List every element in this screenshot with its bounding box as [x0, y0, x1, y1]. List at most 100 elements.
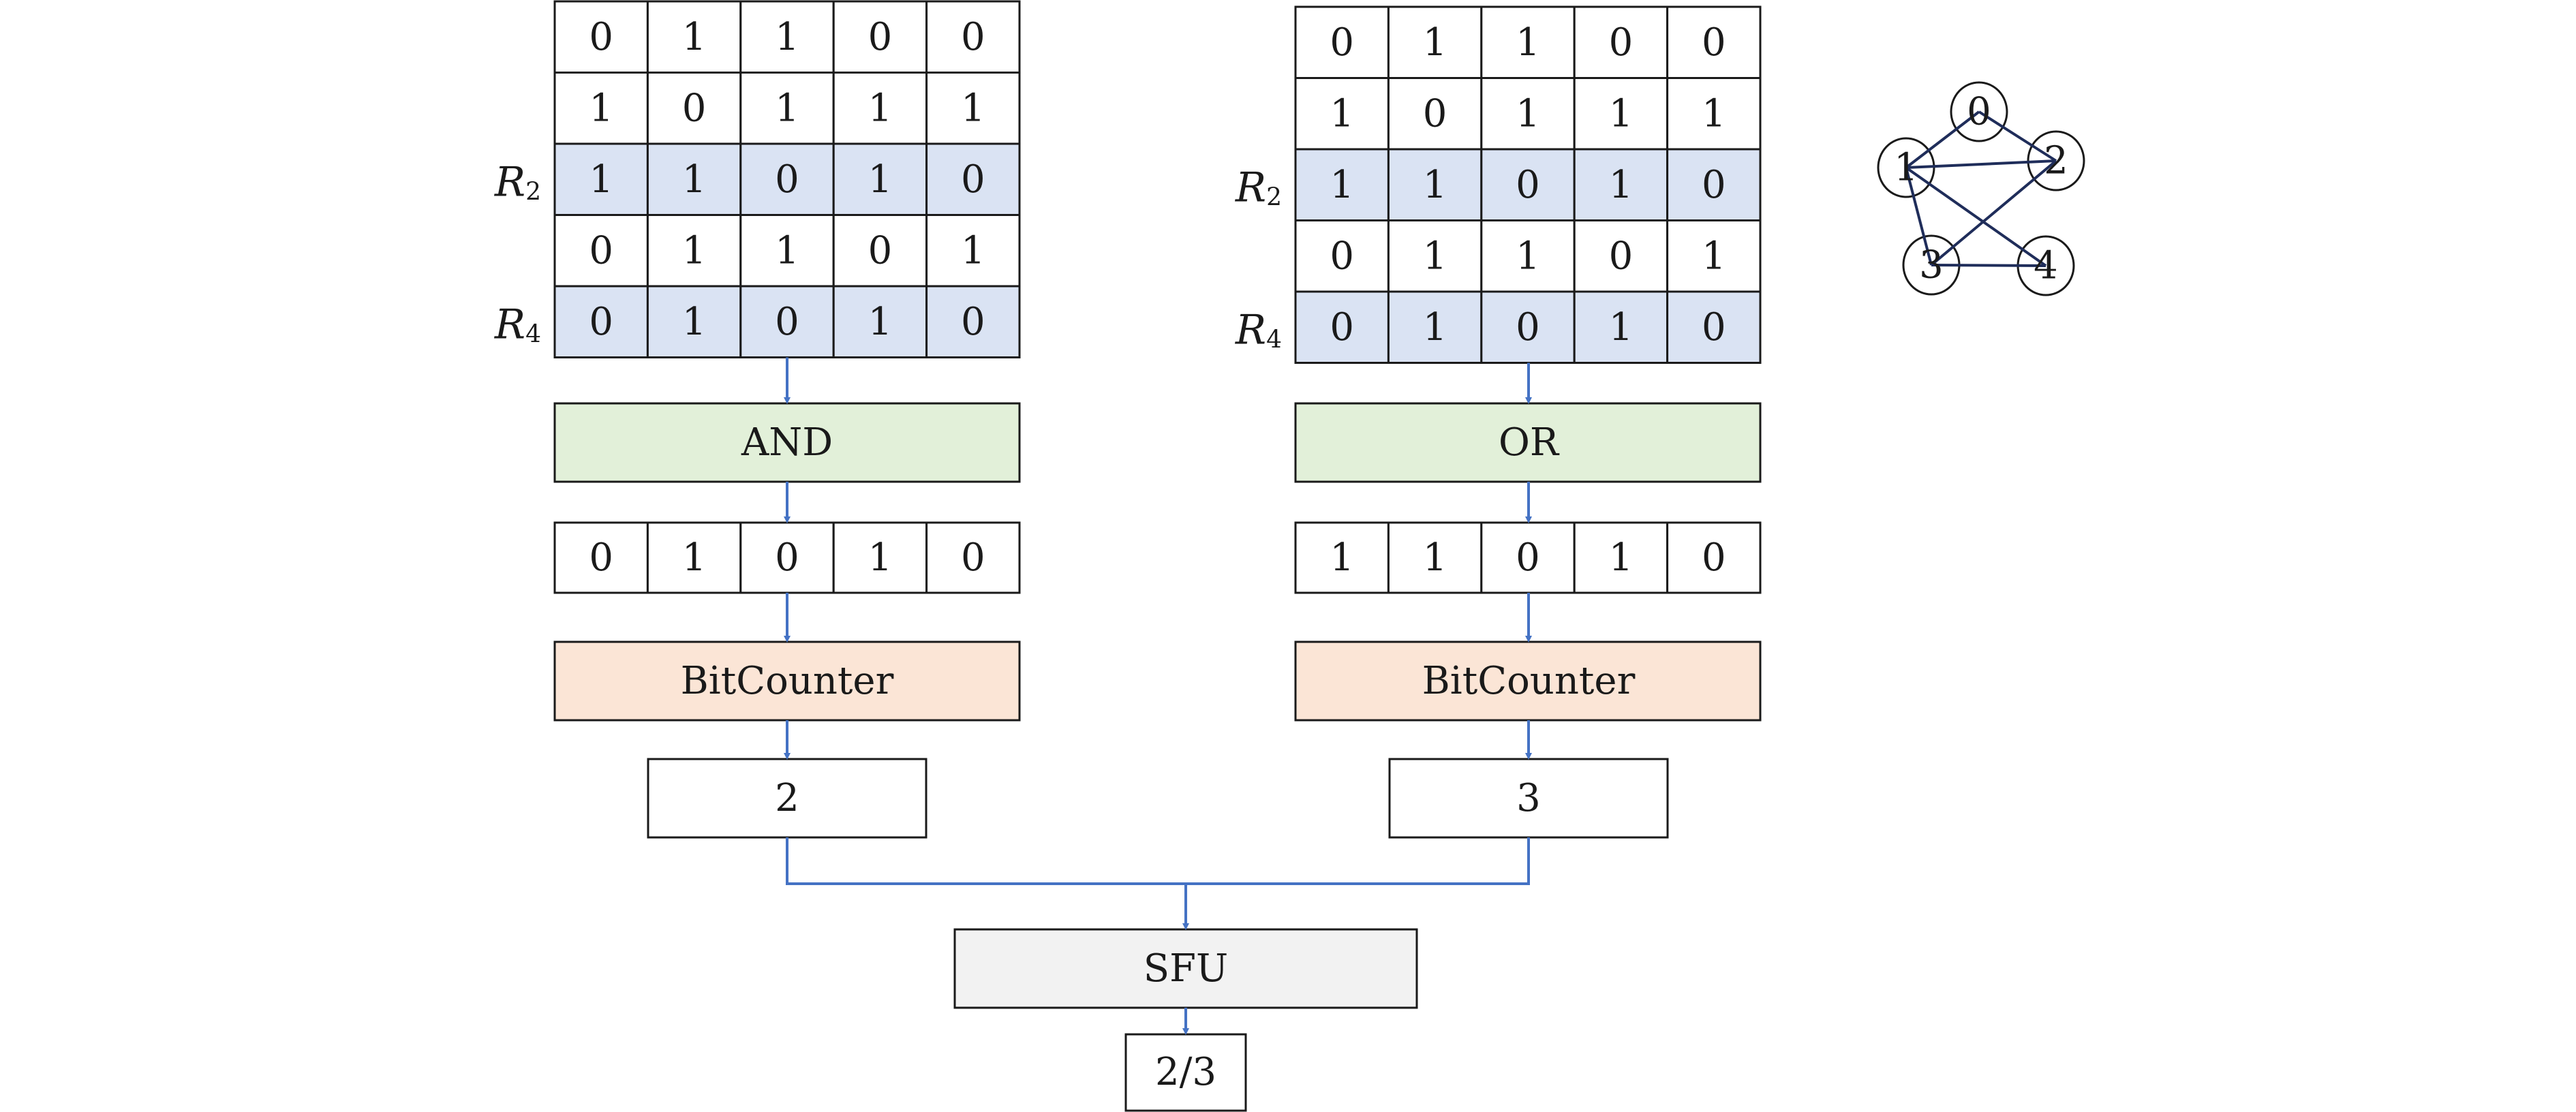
right-result-value: 1 [1330, 536, 1354, 580]
right-matrix-cell [1387, 77, 1483, 151]
left-matrix-cell [646, 214, 742, 288]
right-matrix-cell [1294, 290, 1390, 364]
right-matrix-value: 1 [1702, 234, 1726, 278]
right-matrix-value: 1 [1609, 305, 1634, 350]
right-row-label: R4 [1235, 306, 1282, 354]
left-result-cell [925, 521, 1021, 594]
right-matrix-value: 0 [1702, 20, 1726, 65]
left-result-value: 0 [775, 536, 799, 580]
left-matrix-value: 1 [682, 300, 707, 344]
left-matrix-value: 0 [589, 15, 613, 59]
left-result-cell [553, 521, 649, 594]
left-matrix-value: 1 [868, 300, 893, 344]
left-matrix-value: 1 [682, 157, 707, 202]
right-matrix-value: 1 [1423, 20, 1447, 65]
right-matrix-value: 0 [1702, 163, 1726, 207]
left-matrix-cell [646, 142, 742, 216]
right-matrix-cell [1387, 290, 1483, 364]
right-matrix-value: 1 [1423, 234, 1447, 278]
left-matrix-cell [739, 214, 835, 288]
right-result-cell [1294, 521, 1390, 594]
left-matrix-value: 1 [961, 228, 985, 273]
left-matrix-value: 0 [868, 228, 893, 273]
graph-node-label: 1 [1894, 146, 1918, 190]
right-matrix-cell [1480, 219, 1576, 293]
left-matrix-cell [553, 0, 649, 74]
left-matrix-value: 0 [682, 86, 707, 130]
right-matrix-cell [1294, 219, 1390, 293]
right-matrix-cell [1666, 148, 1762, 221]
left-matrix-cell [553, 214, 649, 288]
right-result-value: 1 [1609, 536, 1634, 580]
right-matrix-value: 0 [1423, 91, 1447, 136]
left-matrix-value: 0 [775, 157, 799, 202]
sfu-output-value: 2/3 [1155, 1050, 1216, 1094]
left-matrix-value: 1 [589, 86, 613, 130]
right-matrix-cell [1573, 5, 1669, 79]
right-count-box [1388, 758, 1669, 839]
left-result-value: 1 [868, 536, 893, 580]
right-matrix-value: 0 [1609, 20, 1634, 65]
sfu-output-box [1124, 1033, 1247, 1112]
graph-node-label: 3 [1919, 243, 1944, 288]
left-bitcounter-label: BitCounter [681, 659, 894, 703]
graph-edge [1905, 110, 1980, 169]
right-matrix-value: 0 [1516, 305, 1540, 350]
right-matrix-value: 1 [1609, 91, 1634, 136]
left-matrix-value: 0 [868, 15, 893, 59]
graph-edge [1905, 159, 2057, 169]
right-matrix-cell [1480, 5, 1576, 79]
graph-edge [1905, 166, 2047, 267]
right-matrix-value: 1 [1423, 305, 1447, 350]
right-matrix-cell [1480, 148, 1576, 221]
right-matrix-cell [1573, 77, 1669, 151]
left-matrix-value: 1 [682, 228, 707, 273]
left-matrix-value: 1 [868, 86, 893, 130]
left-matrix-cell [925, 214, 1021, 288]
left-matrix-value: 1 [961, 86, 985, 130]
right-row-label: R2 [1235, 164, 1282, 211]
left-matrix-value: 0 [961, 15, 985, 59]
right-matrix-cell [1666, 290, 1762, 364]
left-matrix-cell [739, 72, 835, 145]
right-matrix-value: 0 [1330, 305, 1354, 350]
right-matrix-value: 0 [1330, 20, 1354, 65]
left-matrix-cell [832, 142, 928, 216]
right-result-value: 1 [1423, 536, 1447, 580]
merge-connector [786, 837, 1530, 885]
right-matrix-value: 0 [1609, 234, 1634, 278]
right-matrix-cell [1666, 77, 1762, 151]
left-matrix-value: 1 [868, 157, 893, 202]
graph-node-label: 2 [2044, 139, 2068, 183]
left-result-value: 0 [589, 536, 613, 580]
right-matrix-value: 0 [1702, 305, 1726, 350]
right-op-label: OR [1499, 420, 1560, 465]
left-matrix-cell [739, 285, 835, 358]
left-result-cell [646, 521, 742, 594]
right-bitcounter-label: BitCounter [1422, 659, 1636, 703]
right-matrix-value: 1 [1516, 91, 1540, 136]
right-matrix-value: 0 [1330, 234, 1354, 278]
left-row-label: R4 [494, 300, 541, 348]
right-matrix-cell [1573, 290, 1669, 364]
left-matrix-value: 1 [682, 15, 707, 59]
right-matrix-value: 1 [1330, 163, 1354, 207]
right-matrix-value: 1 [1702, 91, 1726, 136]
left-result-cell [739, 521, 835, 594]
right-bitcounter-box [1294, 640, 1762, 722]
right-matrix-value: 1 [1609, 163, 1634, 207]
left-result-value: 1 [682, 536, 707, 580]
graph-node-label: 0 [1967, 90, 1991, 134]
left-matrix-cell [553, 285, 649, 358]
right-matrix-value: 1 [1516, 20, 1540, 65]
right-matrix-cell [1480, 290, 1576, 364]
graph-edge [1930, 159, 2057, 266]
left-matrix-value: 1 [775, 228, 799, 273]
left-matrix-value: 0 [961, 300, 985, 344]
right-matrix-cell [1573, 148, 1669, 221]
left-op-box [553, 402, 1021, 483]
right-result-cell [1666, 521, 1762, 594]
left-matrix-cell [646, 285, 742, 358]
right-matrix-value: 1 [1516, 234, 1540, 278]
